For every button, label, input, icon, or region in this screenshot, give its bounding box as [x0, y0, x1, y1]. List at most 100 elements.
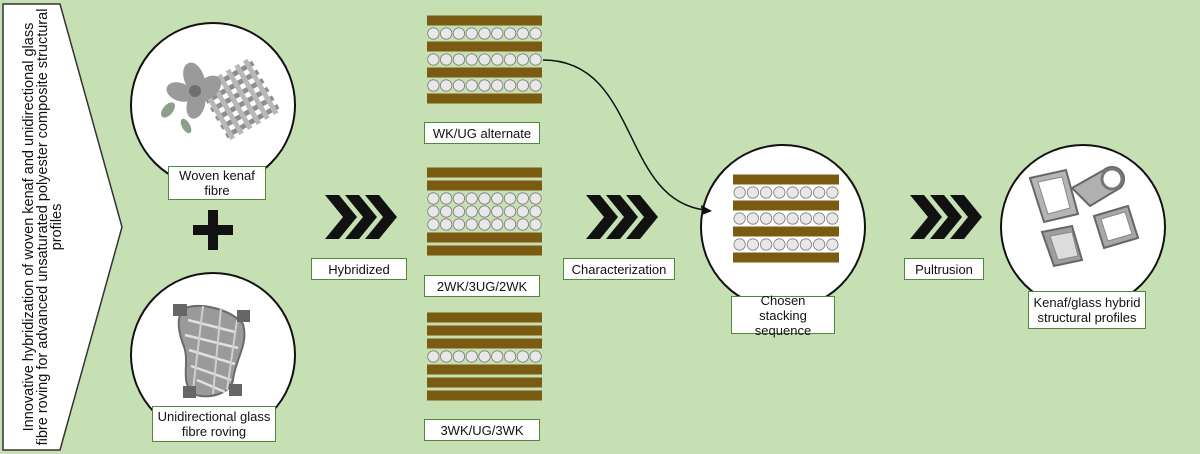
- glass-fibre: [440, 27, 453, 40]
- glass-fibre: [516, 205, 529, 218]
- result-circle: [1000, 144, 1166, 310]
- glass-fibre: [746, 186, 759, 199]
- glass-fibre: [440, 192, 453, 205]
- glass-fibre: [760, 212, 773, 225]
- kenaf-layer: [733, 200, 839, 211]
- glass-fibre: [491, 350, 504, 363]
- glass-fibre: [516, 53, 529, 66]
- glass-fibre: [452, 192, 466, 205]
- glass-fibre: [491, 218, 504, 231]
- glass-fibre: [440, 53, 453, 66]
- kenaf-label: Woven kenaf fibre: [168, 166, 266, 200]
- glass-fibre: [733, 186, 746, 199]
- glass-fibre: [478, 79, 491, 92]
- glass-fibre: [427, 53, 440, 66]
- glass-fibre: [760, 238, 773, 251]
- selection-arrowhead: [701, 205, 712, 215]
- glass-fibre: [427, 79, 440, 92]
- stacking-label-2: 2WK/3UG/2WK: [424, 275, 540, 297]
- selection-arrow: [542, 59, 706, 211]
- glass-fibre: [799, 238, 812, 251]
- glass-fibre: [465, 27, 478, 40]
- kenaf-layer: [427, 364, 542, 375]
- glass-fibre: [786, 212, 799, 225]
- stacking-sequences: [427, 15, 839, 401]
- glass-fibre: [733, 212, 746, 225]
- glass-fibre: [465, 205, 478, 218]
- glass-fibre: [503, 192, 517, 205]
- kenaf-layer: [427, 338, 542, 349]
- glass-fibre: [491, 79, 504, 92]
- glass-fibre: [746, 238, 759, 251]
- pultrusion-label: Pultrusion: [904, 258, 984, 280]
- glass-fibre: [529, 350, 542, 363]
- glass-fibre: [478, 350, 491, 363]
- glass-roving-icon: [173, 304, 250, 398]
- glass-fibre: [452, 205, 466, 218]
- glass-fibre: [516, 192, 529, 205]
- glass-fibre: [478, 27, 491, 40]
- kenaf-layer: [427, 15, 542, 26]
- kenaf-layer: [427, 232, 542, 243]
- glass-fibre: [773, 186, 786, 199]
- glass-fibre: [813, 186, 826, 199]
- glass-fibre: [516, 79, 529, 92]
- glass-fibre: [440, 350, 453, 363]
- diagram-title: Innovative hybridization of woven kenaf …: [21, 8, 65, 446]
- glass-fibre: [799, 186, 812, 199]
- kenaf-layer: [427, 325, 542, 336]
- glass-fibre: [503, 350, 517, 363]
- glass-fibre: [813, 238, 826, 251]
- glass-fibre: [529, 205, 542, 218]
- glass-fibre: [427, 27, 440, 40]
- kenaf-layer: [733, 252, 839, 263]
- kenaf-layer: [427, 180, 542, 191]
- kenaf-layer: [427, 167, 542, 178]
- glass-fibre: [786, 238, 799, 251]
- title-pentagon: [2, 3, 123, 451]
- glass-fibre: [529, 192, 542, 205]
- structural-profiles-icon: [1028, 165, 1140, 268]
- glass-fibre: [465, 79, 478, 92]
- kenaf-layer: [427, 67, 542, 78]
- glass-fibre: [799, 212, 812, 225]
- glass-fibre: [786, 186, 799, 199]
- woven-kenaf-icon: [161, 58, 280, 140]
- glass-fibre: [746, 212, 759, 225]
- glass-label: Unidirectional glass fibre roving: [152, 406, 276, 442]
- glass-fibre: [529, 53, 542, 66]
- glass-fibre: [452, 27, 466, 40]
- glass-fibre: [503, 79, 517, 92]
- glass-fibre: [427, 205, 440, 218]
- kenaf-layer: [733, 226, 839, 237]
- glass-fibre: [427, 192, 440, 205]
- kenaf-layer: [427, 93, 542, 104]
- glass-fibre: [478, 192, 491, 205]
- glass-fibre: [491, 27, 504, 40]
- chevron-icon-hybridize: [325, 195, 397, 239]
- kenaf-layer: [427, 390, 542, 401]
- stack-wk-ug-alternate: [427, 15, 542, 104]
- chevron-icon-characterize: [586, 195, 658, 239]
- stack-2wk-3ug-2wk: [427, 167, 542, 256]
- stack-3wk-ug-3wk: [427, 312, 542, 401]
- stack-chosen: [733, 174, 839, 263]
- glass-fibre: [478, 218, 491, 231]
- kenaf-layer: [427, 377, 542, 388]
- glass-fibre: [452, 79, 466, 92]
- glass-fibre: [826, 212, 839, 225]
- glass-fibre: [491, 192, 504, 205]
- glass-fibre: [503, 205, 517, 218]
- hybridized-label: Hybridized: [311, 258, 407, 280]
- glass-fibre: [440, 218, 453, 231]
- glass-fibre: [478, 205, 491, 218]
- glass-fibre: [529, 218, 542, 231]
- chevron-icon-pultrude: [910, 195, 982, 239]
- glass-fibre: [826, 186, 839, 199]
- glass-fibre: [465, 350, 478, 363]
- stacking-label-3: 3WK/UG/3WK: [424, 419, 540, 441]
- glass-fibre: [503, 218, 517, 231]
- glass-fibre: [773, 212, 786, 225]
